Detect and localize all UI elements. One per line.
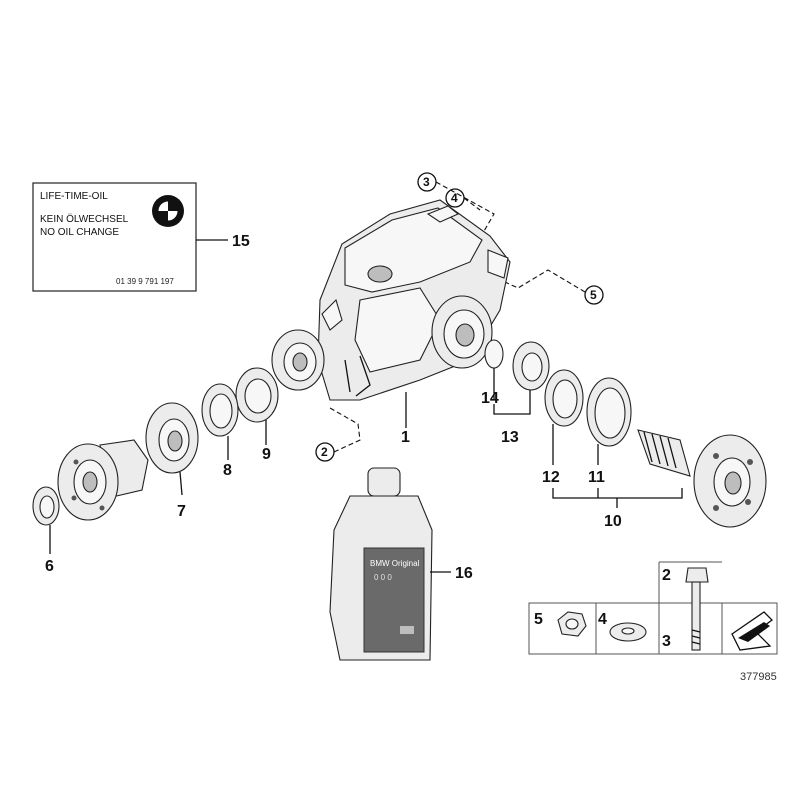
bottle-code: 0 0 0 <box>374 573 392 582</box>
bottle-brand: BMW Original <box>370 559 420 568</box>
housing-output-flange-left <box>271 329 325 391</box>
callout-16: 16 <box>455 565 473 582</box>
callout-circle-5: 5 <box>584 285 604 305</box>
callout-11: 11 <box>588 469 605 486</box>
callout-8: 8 <box>223 462 232 479</box>
seal-ring-11 <box>586 377 632 447</box>
callout-circle-3: 3 <box>417 172 437 192</box>
callout-6: 6 <box>45 558 54 575</box>
oil-bottle: BMW Original 0 0 0 <box>329 467 433 661</box>
seal-13 <box>512 341 550 391</box>
output-flange-left <box>57 439 149 521</box>
legend-number-4: 4 <box>598 611 607 628</box>
hex-nut-icon <box>557 611 587 637</box>
seal-disc-7 <box>145 402 199 474</box>
callout-2: 2 <box>321 445 328 459</box>
callout-1: 1 <box>401 429 410 446</box>
seal-ring-6 <box>32 486 60 526</box>
callout-12: 12 <box>542 469 560 486</box>
callout-14: 14 <box>481 390 499 407</box>
oil-label-card: LIFE-TIME-OIL KEIN ÖLWECHSEL NO OIL CHAN… <box>32 182 197 292</box>
washer-icon <box>609 622 647 642</box>
bolt-icon <box>685 567 709 651</box>
callout-10: 10 <box>604 513 622 530</box>
output-flange-right <box>637 429 767 528</box>
o-ring-14 <box>484 339 504 369</box>
label-line-no-oil-change: NO OIL CHANGE <box>40 227 119 238</box>
callout-3: 3 <box>423 175 430 189</box>
callout-circle-2: 2 <box>315 442 335 462</box>
legend-number-3: 3 <box>662 633 671 650</box>
label-line-kein-oelwechsel: KEIN ÖLWECHSEL <box>40 213 129 225</box>
legend-number-2: 2 <box>662 567 671 584</box>
diagram-reference-number: 377985 <box>740 671 777 683</box>
callout-15: 15 <box>232 233 250 250</box>
differential-housing <box>317 199 511 401</box>
shim-ring-12 <box>544 369 584 427</box>
label-line-lifetime-oil: LIFE-TIME-OIL <box>40 191 108 202</box>
housing-output-flange-right <box>431 295 493 369</box>
label-part-number: 01 39 9 791 197 <box>116 277 174 286</box>
callout-7: 7 <box>177 503 186 520</box>
callout-circle-4: 4 <box>445 188 465 208</box>
arrow-icon <box>731 611 773 651</box>
shim-ring-8 <box>201 383 239 437</box>
seal-ring-9 <box>235 367 279 423</box>
callout-4: 4 <box>451 191 458 205</box>
callout-5: 5 <box>590 288 597 302</box>
bmw-logo-icon <box>152 195 184 227</box>
fastener-legend-table: 5 4 2 3 <box>528 561 778 655</box>
callout-9: 9 <box>262 446 271 463</box>
legend-number-5: 5 <box>534 611 543 628</box>
callout-13: 13 <box>501 429 519 446</box>
